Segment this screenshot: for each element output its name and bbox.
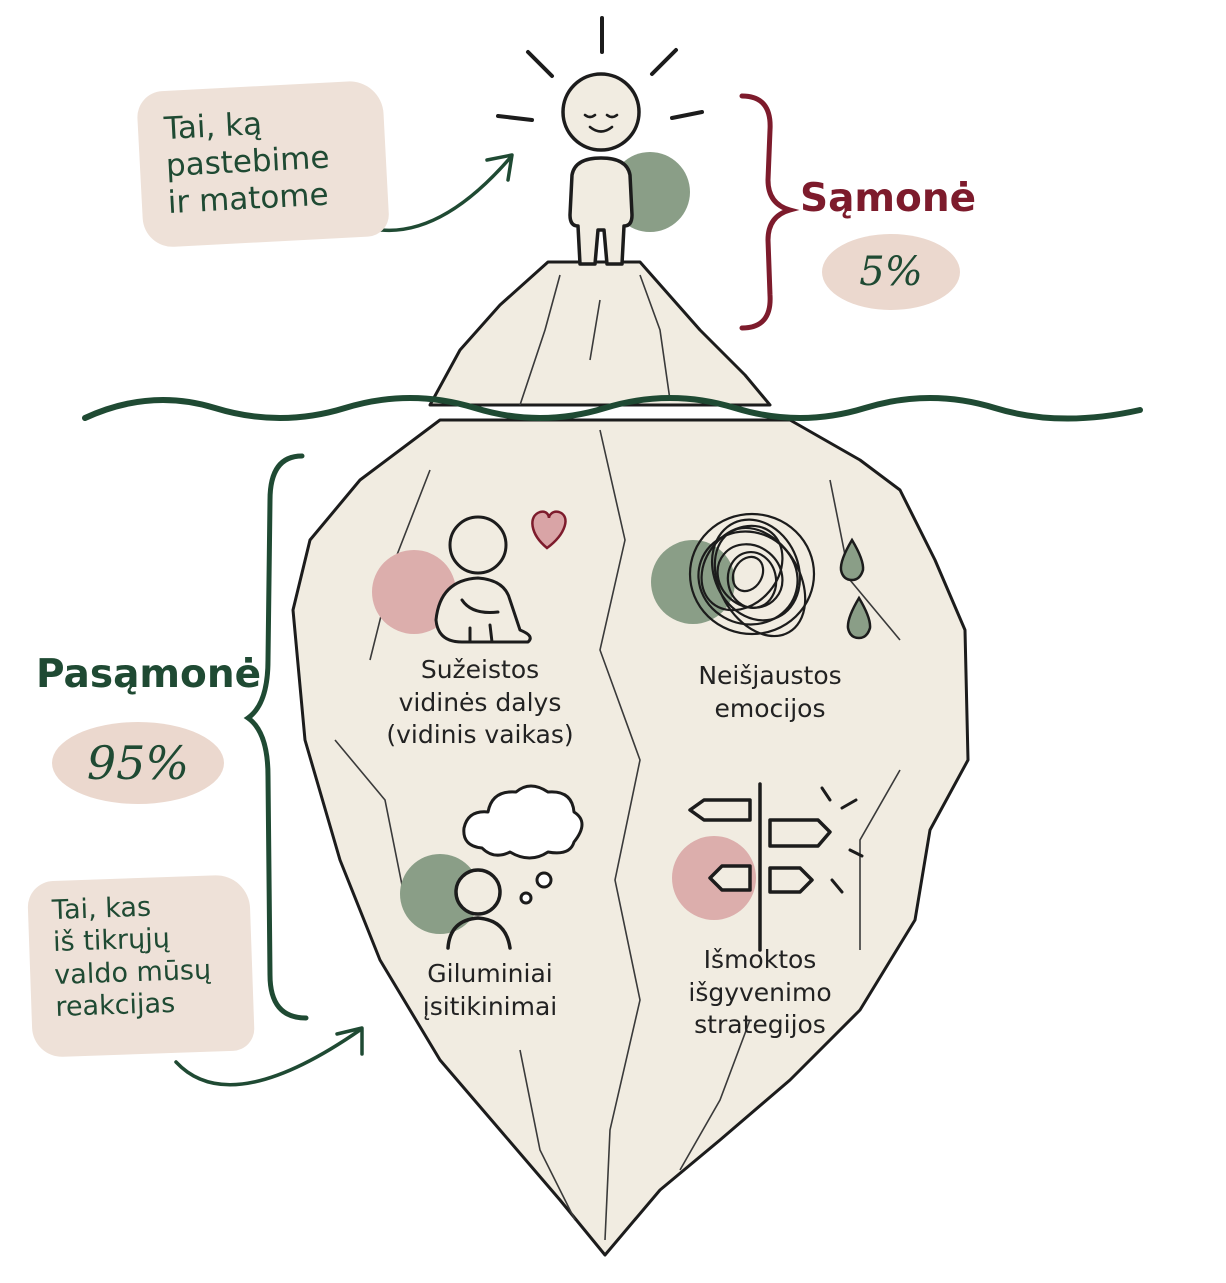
- label-line: išgyvenimo: [688, 977, 832, 1007]
- spark-rays-icon: [820, 786, 864, 894]
- label-line: emocijos: [714, 693, 826, 723]
- conscious-bracket: [739, 93, 800, 331]
- label-line: (vidinis vaikas): [386, 720, 574, 749]
- label-line: strategijos: [694, 1010, 826, 1039]
- item-label-core-beliefs: Giluminiai įsitikinimai: [390, 958, 590, 1023]
- hugging-child-icon: [434, 515, 532, 644]
- note-line: reakcijas: [54, 988, 176, 1024]
- conscious-title: Sąmonė: [800, 176, 977, 221]
- sage-circle: [400, 854, 480, 934]
- iceberg-underwater: [291, 418, 970, 1257]
- callout-note-visible: Tai, ką pastebime ir matome: [136, 79, 390, 249]
- sun-rays-icon: [496, 16, 704, 122]
- rose-circle: [372, 550, 456, 634]
- standing-person-icon: [561, 72, 641, 266]
- label-line: įsitikinimai: [422, 991, 558, 1021]
- thinking-person-icon: [446, 868, 512, 950]
- water-line: [82, 395, 1143, 422]
- conscious-percent-badge: 5%: [822, 234, 960, 310]
- item-label-wounded-parts: Sužeistos vidinės dalys (vidinis vaikas): [360, 654, 600, 752]
- callout-note-hidden: Tai, kas iš tikrųjų valdo mūsų reakcijas: [26, 874, 256, 1058]
- subconscious-percent-badge: 95%: [52, 722, 224, 804]
- thought-cloud-icon: [462, 784, 584, 905]
- tangled-scribble-icon: [688, 512, 816, 638]
- item-label-survival-strategies: Išmoktos išgyvenimo strategijos: [640, 944, 880, 1042]
- tear-drop-icon: [839, 537, 872, 640]
- label-line: vidinės dalys: [398, 687, 562, 717]
- label-line: Sužeistos: [420, 655, 540, 684]
- arrow-bottom: [174, 1026, 364, 1087]
- heart-icon: [531, 510, 567, 550]
- label-line: Giluminiai: [427, 959, 553, 988]
- label-line: Išmoktos: [703, 945, 817, 974]
- subconscious-bracket: [243, 453, 309, 1021]
- note-line: valdo mūsų: [53, 954, 212, 991]
- item-label-unfelt-emotions: Neišjaustos emocijos: [660, 660, 880, 725]
- label-line: Neišjaustos: [698, 661, 842, 690]
- signpost-icon: [688, 782, 832, 952]
- iceberg-tip: [428, 260, 772, 407]
- subconscious-title: Pasąmonė: [36, 652, 262, 697]
